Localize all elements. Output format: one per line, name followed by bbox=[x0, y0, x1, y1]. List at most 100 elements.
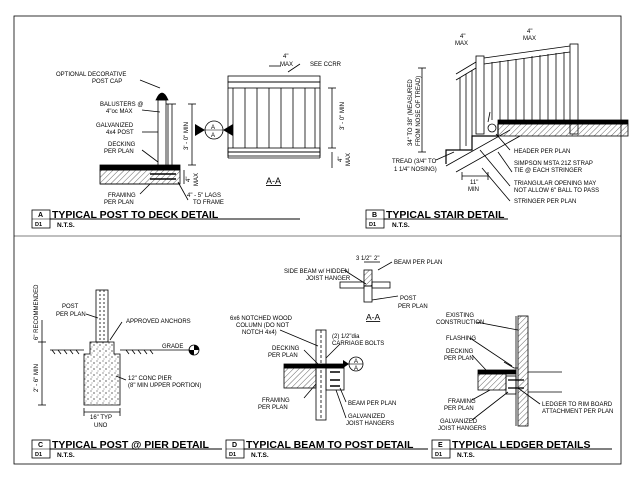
detail-d-framing-label: FRAMING bbox=[262, 398, 290, 404]
detail-c-uno-label: UNO bbox=[94, 423, 108, 429]
detail-d-bolts-label: (2) 1/2"dia bbox=[332, 334, 360, 340]
detail-c-pier-label-2: (8" MIN UPPER PORTION) bbox=[128, 383, 201, 389]
detail-d-beam-top-label: BEAM PER PLAN bbox=[394, 260, 442, 266]
elevation-bottom-label-2: MAX bbox=[346, 153, 352, 166]
detail-d-framing-label-2: PER PLAN bbox=[258, 405, 288, 411]
detail-c-title: TYPICAL POST @ PIER DETAIL bbox=[52, 439, 209, 451]
detail-e-framing-label-2: PER PLAN bbox=[444, 406, 474, 412]
detail-d-title-block bbox=[225, 439, 428, 459]
detail-b-gap-right-2: MAX bbox=[523, 36, 536, 42]
detail-c-tag: C bbox=[38, 442, 43, 449]
detail-e-decking-label-2: PER PLAN bbox=[444, 356, 474, 362]
detail-e-title: TYPICAL LEDGER DETAILS bbox=[452, 439, 590, 451]
elevation-bottom-label: 4" bbox=[338, 157, 344, 162]
detail-d-sheet: D1 bbox=[229, 452, 236, 458]
detail-d-side-beam-label-2: JOIST HANGER bbox=[306, 276, 351, 282]
detail-d-hangers-label: GALVANIZED bbox=[348, 414, 386, 420]
detail-a-sheet: D1 bbox=[35, 222, 42, 228]
detail-e-drawing bbox=[469, 315, 562, 427]
detail-a-post-cap-label-2: POST CAP bbox=[92, 79, 122, 85]
detail-d-dim-a: 3 1/2" bbox=[356, 256, 371, 262]
detail-d-column-label-2: COLUMN (DO NOT bbox=[236, 323, 289, 329]
detail-d-section-callout bbox=[343, 356, 364, 372]
detail-d-tag: D bbox=[232, 442, 237, 449]
detail-b-scale: N.T.S. bbox=[392, 222, 410, 229]
detail-b-tag: B bbox=[372, 212, 377, 219]
detail-a-post-cap-label: OPTIONAL DECORATIVE bbox=[56, 72, 126, 78]
detail-e-title-block bbox=[431, 439, 612, 459]
detail-b-title-block bbox=[365, 209, 508, 229]
detail-e-flashing-label: FLASHING bbox=[446, 336, 476, 342]
detail-a-lags-label: 4" - 5" LAGS bbox=[187, 193, 221, 199]
detail-a-max-label-2: MAX bbox=[194, 173, 200, 186]
detail-b-height-label-2: FROM NOSE OF TREAD) bbox=[416, 76, 422, 146]
detail-b-tread-label-2: 1 1/4" NOSING) bbox=[394, 167, 437, 173]
detail-c-width-label: 16" TYP bbox=[90, 415, 112, 421]
detail-b-strap-label: SIMPSON MSTA 21Z STRAP bbox=[514, 161, 593, 167]
detail-e-decking-label: DECKING bbox=[446, 349, 474, 355]
detail-c-grade-symbol-fill bbox=[189, 345, 199, 355]
detail-b-gap-left-2: MAX bbox=[455, 41, 468, 47]
detail-a-height-label: 3' - 0" MIN bbox=[184, 122, 190, 150]
detail-e-hangers-label-2: JOIST HANGERS bbox=[438, 426, 486, 432]
detail-c-anchors-label: APPROVED ANCHORS bbox=[126, 319, 191, 325]
detail-e-framing-label: FRAMING bbox=[448, 399, 476, 405]
elevation-section-label: A-A bbox=[266, 176, 281, 186]
detail-a-section-callout bbox=[195, 120, 233, 140]
detail-c-pier-label: 12" CONC PIER bbox=[128, 376, 172, 382]
detail-d-post-label: POST bbox=[400, 296, 417, 302]
detail-b-run-label-2: MIN bbox=[468, 187, 479, 193]
detail-a-callout-bottom: A bbox=[211, 133, 215, 139]
detail-c-depth-label: 2' - 6" MIN bbox=[34, 364, 40, 392]
detail-a-post-label-2: 4x4 POST bbox=[106, 130, 134, 136]
detail-e-ledger-label: LEDGER TO RIM BOARD bbox=[542, 402, 613, 408]
detail-b-sheet: D1 bbox=[369, 222, 376, 228]
detail-d-beam-label: BEAM PER PLAN bbox=[348, 401, 396, 407]
detail-b-drawing bbox=[418, 43, 629, 202]
detail-d-decking-label: DECKING bbox=[272, 346, 300, 352]
detail-d-plan-section-label: A-A bbox=[366, 312, 381, 322]
detail-d-drawing bbox=[279, 329, 347, 421]
detail-c-sheet: D1 bbox=[35, 452, 42, 458]
elevation-see-ccrr: SEE CCRR bbox=[310, 62, 342, 68]
detail-c-recommended-label: 6" RECOMMENDED bbox=[34, 284, 40, 340]
detail-a-tag: A bbox=[38, 212, 43, 219]
detail-e-hangers-label: GALVANIZED bbox=[440, 419, 478, 425]
detail-a-drawing bbox=[99, 79, 196, 201]
detail-c-grade-label: GRADE bbox=[162, 344, 183, 350]
detail-d-scale: N.T.S. bbox=[251, 452, 269, 459]
detail-e-existing-label: EXISTING bbox=[446, 313, 474, 319]
detail-a-decking-label: DECKING bbox=[108, 142, 136, 148]
detail-e-existing-label-2: CONSTRUCTION bbox=[436, 320, 484, 326]
detail-c-drawing bbox=[38, 289, 190, 416]
detail-d-column-label-3: NOTCH 4x4) bbox=[242, 330, 277, 336]
detail-d-callout-top: A bbox=[354, 359, 358, 365]
detail-c-title-block bbox=[31, 439, 222, 459]
sheet-border bbox=[13, 15, 622, 465]
detail-b-height-label: 34" TO 38" (MEASURED bbox=[408, 79, 414, 146]
detail-a-title: TYPICAL POST TO DECK DETAIL bbox=[52, 209, 219, 221]
detail-a-callout-top: A bbox=[211, 125, 215, 131]
detail-d-post-label-2: PER PLAN bbox=[398, 304, 428, 310]
detail-a-elevation bbox=[227, 63, 336, 168]
detail-b-strap-label-2: TIE @ EACH STRINGER bbox=[514, 168, 583, 174]
detail-d-plan bbox=[339, 261, 399, 303]
detail-b-header-label: HEADER PER PLAN bbox=[514, 149, 570, 155]
detail-d-bolts-label-2: CARRIAGE BOLTS bbox=[332, 341, 384, 347]
detail-a-balusters-label: BALUSTERS @ bbox=[100, 102, 143, 108]
detail-d-side-beam-label: SIDE BEAM w/ HIDDEN bbox=[284, 269, 349, 275]
detail-a-max-label: 4" bbox=[186, 177, 192, 182]
detail-a-title-block bbox=[31, 209, 300, 229]
detail-d-title: TYPICAL BEAM TO POST DETAIL bbox=[246, 439, 414, 451]
detail-b-tread-label: TREAD (3/4" TO bbox=[392, 159, 437, 165]
detail-d-column-label: 6x6 NOTCHED WOOD bbox=[230, 316, 293, 322]
detail-b-run-label: 11" bbox=[470, 180, 478, 186]
detail-a-scale: N.T.S. bbox=[57, 222, 75, 229]
detail-b-triangle-label-2: NOT ALLOW 6" BALL TO PASS bbox=[514, 188, 599, 194]
elevation-spacing-label: 4" bbox=[283, 54, 288, 60]
detail-b-title: TYPICAL STAIR DETAIL bbox=[386, 209, 505, 221]
detail-d-decking-label-2: PER PLAN bbox=[268, 353, 298, 359]
detail-e-sheet: D1 bbox=[435, 452, 442, 458]
detail-e-tag: E bbox=[438, 442, 443, 449]
